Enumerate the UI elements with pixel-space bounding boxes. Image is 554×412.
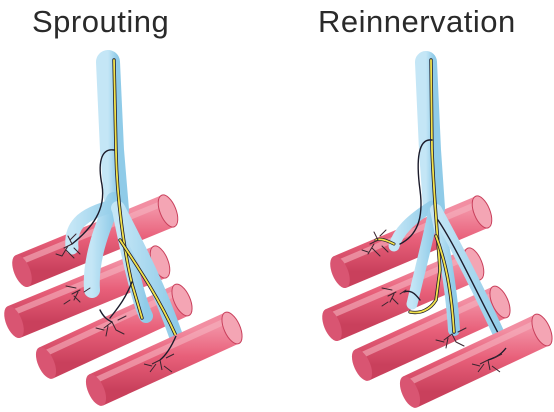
nerve-sheath	[394, 62, 506, 350]
reinnervation-panel	[318, 60, 554, 411]
sprouting-panel	[0, 60, 246, 409]
